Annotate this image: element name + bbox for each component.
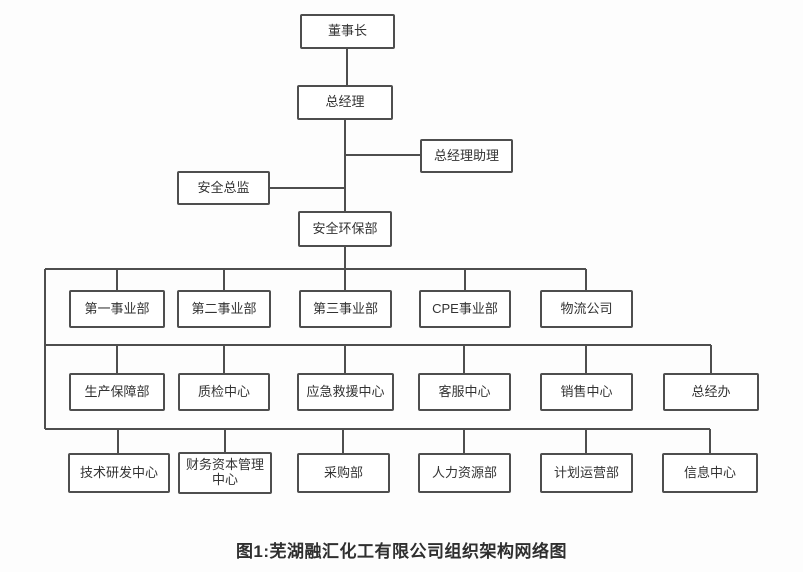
org-node-emergency-rescue-center: 应急救援中心 (297, 373, 394, 411)
org-node-tech-rd-center: 技术研发中心 (68, 453, 170, 493)
org-node-safety-director: 安全总监 (177, 171, 270, 205)
org-node-gm-assistant: 总经理助理 (420, 139, 513, 173)
org-node-hr-dept: 人力资源部 (418, 453, 511, 493)
org-node-production-support-dept: 生产保障部 (69, 373, 165, 411)
org-node-chairman: 董事长 (300, 14, 395, 49)
org-node-safety-env-dept: 安全环保部 (298, 211, 392, 247)
org-node-quality-inspection-center: 质检中心 (178, 373, 270, 411)
org-node-finance-capital-mgmt-center: 财务资本管理中心 (178, 452, 272, 494)
org-node-division-2: 第二事业部 (177, 290, 271, 328)
org-node-general-manager: 总经理 (297, 85, 393, 120)
org-node-division-3: 第三事业部 (299, 290, 392, 328)
org-node-gm-office: 总经办 (663, 373, 759, 411)
org-node-cpe-division: CPE事业部 (419, 290, 511, 328)
figure-caption: 图1:芜湖融汇化工有限公司组织架构网络图 (235, 542, 568, 561)
org-node-procurement-dept: 采购部 (297, 453, 390, 493)
org-node-customer-service-center: 客服中心 (418, 373, 511, 411)
org-node-planning-operations-dept: 计划运营部 (540, 453, 633, 493)
org-node-logistics-company: 物流公司 (540, 290, 633, 328)
org-node-division-1: 第一事业部 (69, 290, 165, 328)
org-node-sales-center: 销售中心 (540, 373, 633, 411)
org-node-information-center: 信息中心 (662, 453, 758, 493)
